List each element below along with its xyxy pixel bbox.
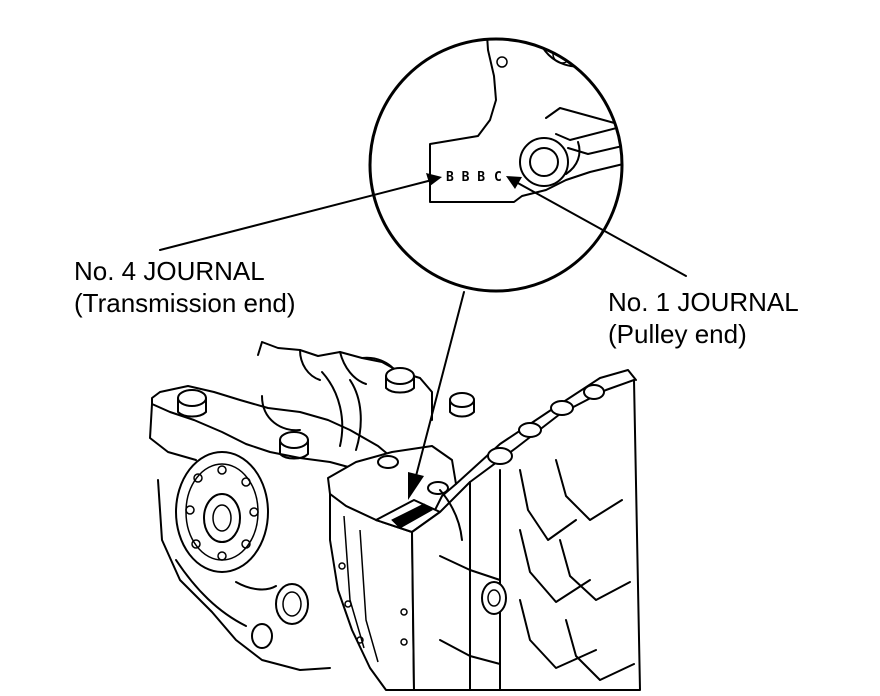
cap-bolt [449, 392, 475, 418]
detail-magnifier: B B B C [368, 37, 624, 293]
journal-code-left: B B B [446, 170, 485, 185]
crank-flange [175, 451, 269, 573]
no1-journal-label: No. 1 JOURNAL [608, 287, 799, 317]
code-stamp-mark [391, 503, 433, 529]
no1-journal-sublabel: (Pulley end) [608, 319, 747, 349]
journal-code-right: C [494, 170, 502, 185]
callout-no1-journal: No. 1 JOURNAL (Pulley end) [506, 176, 799, 349]
cap-bolt [279, 431, 309, 460]
no4-journal-sublabel: (Transmission end) [74, 288, 296, 318]
magnifier-link-arrow [408, 291, 465, 500]
no4-journal-label: No. 4 JOURNAL [74, 256, 265, 286]
cylinder-skirt [519, 459, 635, 681]
cap-bolt [385, 367, 415, 394]
cap-bolt [177, 389, 207, 418]
callout-no4-journal: No. 4 JOURNAL (Transmission end) [74, 173, 442, 318]
engine-block-illustration [149, 341, 641, 691]
